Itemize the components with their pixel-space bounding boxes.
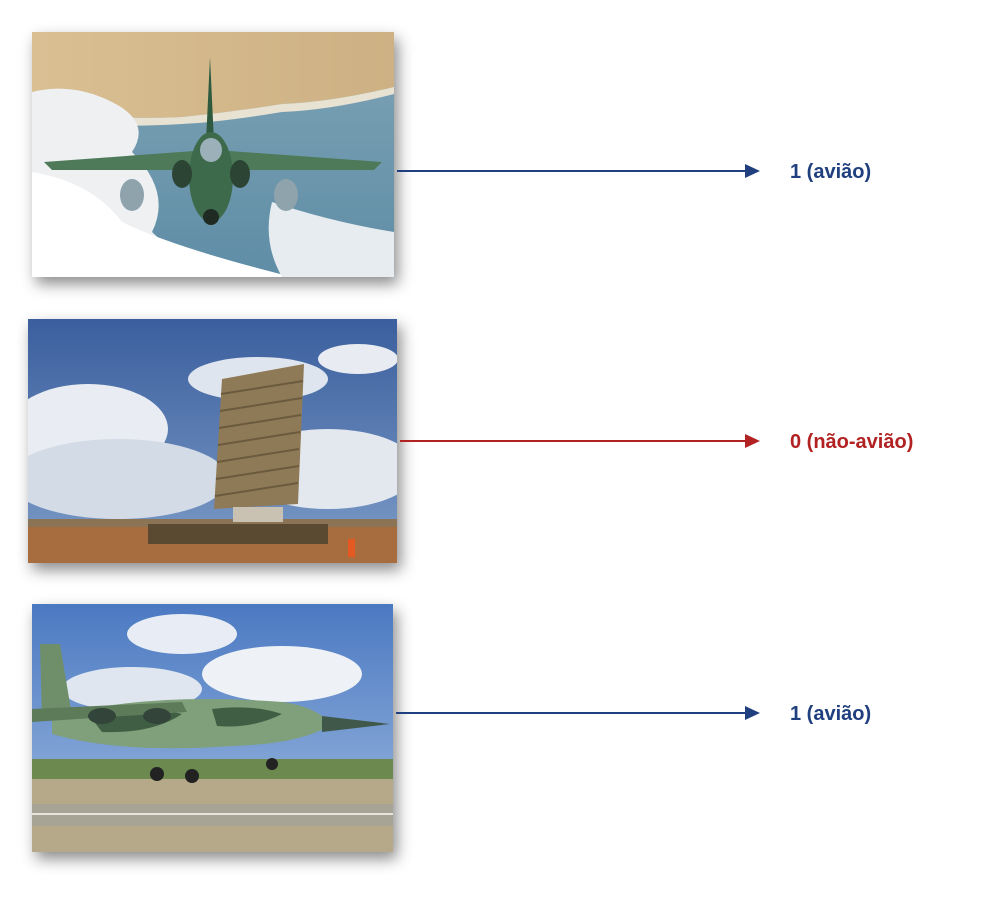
radar-antenna-photo	[28, 319, 397, 563]
class-label: 1 (avião)	[790, 161, 872, 183]
cargo-plane-photo	[32, 604, 393, 852]
arrow-right	[400, 434, 760, 448]
class-label: 0 (não-avião)	[790, 431, 914, 453]
arrow-right	[397, 164, 760, 178]
class-label: 1 (avião)	[790, 703, 872, 725]
arrow-right	[396, 706, 760, 720]
fighter-jet-photo	[32, 32, 394, 277]
